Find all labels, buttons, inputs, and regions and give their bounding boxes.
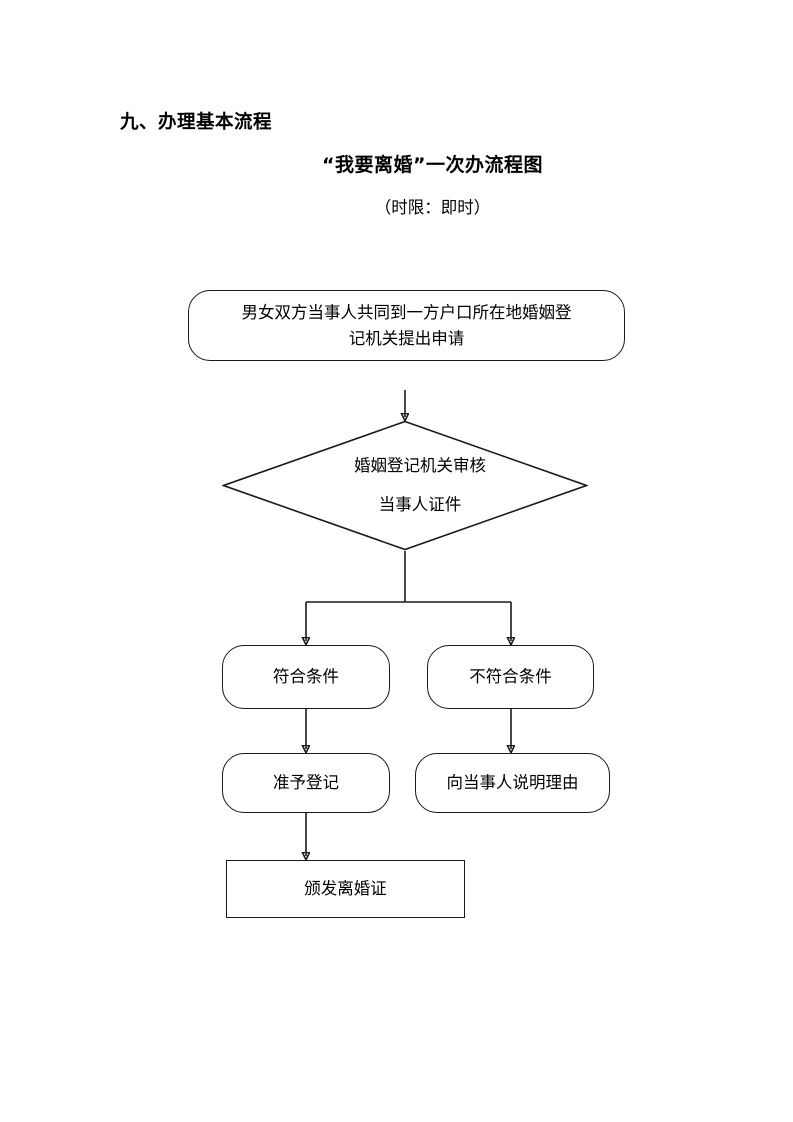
flow-node-apply: 男女双方当事人共同到一方户口所在地婚姻登 记机关提出申请 — [188, 290, 625, 361]
flowchart-subtitle: （时限：即时） — [374, 198, 491, 217]
diamond-shape — [222, 420, 588, 551]
flowchart-title: “我要离婚”一次办流程图 — [322, 154, 543, 176]
flow-node-issue: 颁发离婚证 — [226, 860, 465, 918]
flow-node-pass: 符合条件 — [222, 645, 390, 709]
flow-node-apply-line2: 记机关提出申请 — [348, 328, 465, 348]
flow-node-explain: 向当事人说明理由 — [415, 753, 610, 813]
flow-node-issue-label: 颁发离婚证 — [304, 879, 387, 899]
flow-node-apply-label: 男女双方当事人共同到一方户口所在地婚姻登 记机关提出申请 — [228, 300, 586, 351]
flow-node-decision: 婚姻登记机关审核 当事人证件 — [222, 420, 588, 551]
flow-node-fail-label: 不符合条件 — [469, 667, 552, 687]
flow-node-approve-label: 准予登记 — [273, 773, 339, 793]
flow-node-apply-line1: 男女双方当事人共同到一方户口所在地婚姻登 — [241, 302, 572, 322]
flow-node-fail: 不符合条件 — [427, 645, 594, 709]
flow-node-pass-label: 符合条件 — [273, 667, 339, 687]
flow-node-explain-label: 向当事人说明理由 — [446, 773, 579, 793]
flow-node-approve: 准予登记 — [222, 753, 390, 813]
section-heading: 九、办理基本流程 — [120, 112, 273, 133]
